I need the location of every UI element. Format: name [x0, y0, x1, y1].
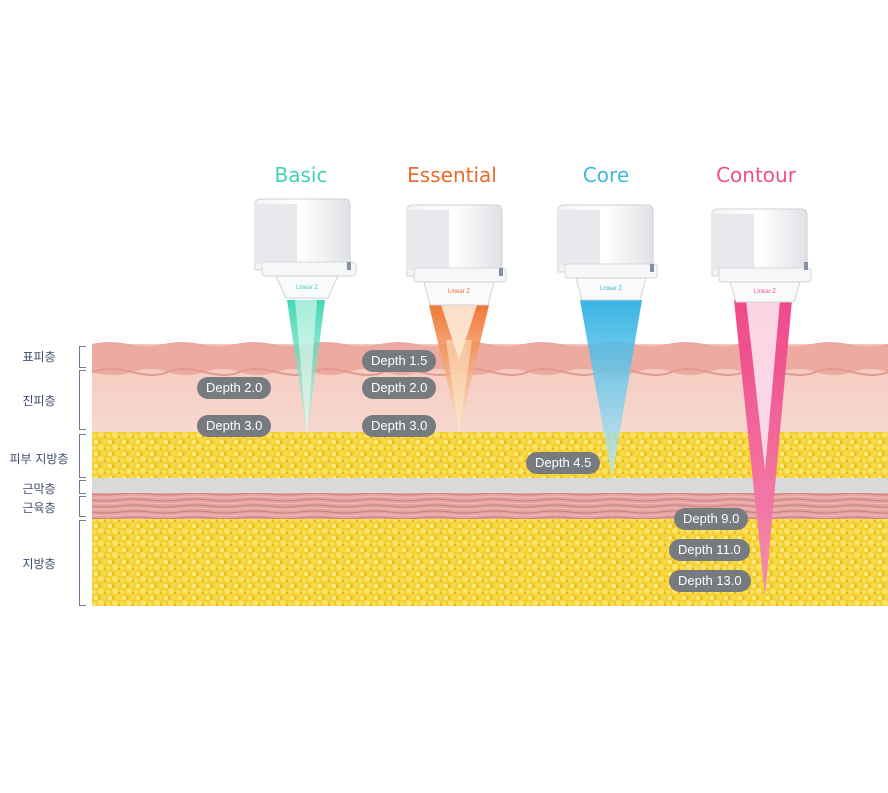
svg-text:Linear Z: Linear Z — [296, 285, 318, 291]
epidermis-bracket — [79, 346, 86, 368]
depth-badge: Depth 4.5 — [526, 452, 601, 474]
svg-text:Linear Z: Linear Z — [754, 289, 776, 295]
basic-cartridge-head: Linear Z — [254, 198, 357, 299]
depth-badge: Depth 1.5 — [362, 350, 437, 372]
depth-badge: Depth 2.0 — [197, 377, 272, 399]
contour-title: Contour — [716, 163, 796, 187]
subcutaneous-fat-bracket — [79, 434, 86, 478]
subcutaneous-fat-label: 피부 지방층 — [9, 452, 69, 466]
depth-badge: Depth 9.0 — [674, 508, 749, 530]
depth-badge: Depth 2.0 — [362, 377, 437, 399]
depth-badge: Depth 11.0 — [669, 539, 750, 561]
essential-cartridge-head: Linear Z — [406, 204, 507, 306]
muscle-bracket — [79, 496, 86, 517]
contour-cartridge-head: Linear Z — [711, 208, 812, 303]
muscle-label: 근육층 — [22, 501, 56, 515]
core-title: Core — [582, 163, 630, 187]
fat-layer — [92, 519, 888, 606]
svg-text:Linear Z: Linear Z — [600, 286, 622, 292]
depth-badge: Depth 3.0 — [362, 415, 437, 437]
depth-badge: Depth 13.0 — [669, 570, 751, 592]
fascia-label: 근막층 — [22, 482, 56, 496]
core-cartridge-head: Linear Z — [557, 204, 658, 301]
fat-label: 지방층 — [22, 557, 56, 571]
essential-title: Essential — [407, 163, 497, 187]
fascia-bracket — [79, 480, 86, 494]
dermis-bracket — [79, 370, 86, 430]
core-beam — [580, 300, 642, 478]
epidermis-layer — [92, 342, 888, 375]
fascia-layer — [92, 478, 888, 493]
svg-text:Linear Z: Linear Z — [448, 289, 470, 295]
epidermis-label: 표피층 — [22, 350, 56, 364]
depth-badge: Depth 3.0 — [197, 415, 272, 437]
fat-bracket — [79, 520, 86, 606]
dermis-label: 진피층 — [22, 394, 56, 408]
basic-title: Basic — [274, 163, 328, 187]
